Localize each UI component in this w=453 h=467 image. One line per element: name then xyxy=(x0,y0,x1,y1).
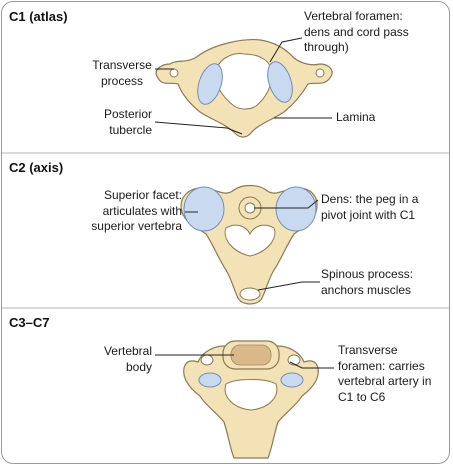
label-line: Spinous process: xyxy=(321,267,414,281)
label-line: Superior facet: xyxy=(103,188,182,202)
label-line: Posterior xyxy=(103,107,152,121)
typical-left-facet xyxy=(198,372,222,388)
label-line: superior vertebra xyxy=(91,219,182,233)
typical-cervical-vertebra xyxy=(183,340,319,459)
typical-left-transverse-foramen xyxy=(200,354,214,366)
label-c2-superior-facet: Superior facet: articulates with superio… xyxy=(42,188,182,235)
axis-left-facet xyxy=(183,186,225,232)
label-line: Transverse xyxy=(338,343,398,357)
label-c3c7-transverse-foramen: Transverse foramen: carries vertebral ar… xyxy=(338,343,431,405)
atlas-right-facet xyxy=(267,61,293,103)
label-c1-transverse-process: Transverse process xyxy=(90,58,154,89)
axis-right-facet xyxy=(275,186,317,232)
axis-spinous-tip xyxy=(239,287,261,301)
label-c1-lamina: Lamina xyxy=(336,110,375,126)
atlas-vertebra xyxy=(155,39,333,138)
label-line: process xyxy=(100,73,144,88)
typical-leader-lines xyxy=(155,354,334,369)
heading-c2: C2 (axis) xyxy=(9,160,64,175)
label-line: Vertebral xyxy=(103,344,152,358)
label-line: dens and cord pass xyxy=(304,24,409,39)
label-c1-vertebral-foramen: Vertebral foramen: dens and cord pass th… xyxy=(304,9,409,56)
label-line: tubercle xyxy=(109,122,152,137)
axis-vertebra xyxy=(180,184,318,305)
label-line: Lamina xyxy=(336,110,376,124)
heading-c1: C1 (atlas) xyxy=(9,9,68,24)
typical-body-core xyxy=(230,344,272,366)
label-line: through) xyxy=(304,40,349,54)
label-line: foramen: carries xyxy=(338,358,425,373)
atlas-left-transverse-foramen xyxy=(169,68,179,78)
label-line: C1 to C6 xyxy=(338,389,386,404)
heading-c3-c7: C3–C7 xyxy=(9,315,50,330)
label-line: body xyxy=(125,359,152,374)
label-line: pivot joint with C1 xyxy=(321,207,416,222)
label-c2-spinous-process: Spinous process: anchors muscles xyxy=(321,267,413,298)
label-line: Dens: the peg in a xyxy=(321,192,419,206)
label-line: articulates with xyxy=(102,203,182,218)
label-line: Vertebral foramen: xyxy=(304,9,403,23)
axis-vertebral-foramen xyxy=(224,224,276,257)
vertebrae-illustration xyxy=(2,37,449,459)
label-c2-dens: Dens: the peg in a pivot joint with C1 xyxy=(321,192,418,223)
atlas-leader-lines xyxy=(154,37,332,135)
atlas-right-transverse-foramen xyxy=(315,68,325,78)
typical-right-facet xyxy=(280,372,304,388)
axis-leader-lines xyxy=(185,199,320,291)
axis-dens-inner xyxy=(244,202,256,214)
label-c1-posterior-tubercle: Posterior tubercle xyxy=(82,107,152,138)
label-c3c7-vertebral-body: Vertebral body xyxy=(82,344,152,375)
label-line: Transverse xyxy=(92,58,152,72)
atlas-vertebral-foramen xyxy=(215,53,273,110)
label-line: anchors muscles xyxy=(321,282,412,297)
typical-vertebral-foramen xyxy=(224,379,278,411)
atlas-left-facet xyxy=(197,63,223,105)
label-line: vertebral artery in xyxy=(338,374,432,388)
